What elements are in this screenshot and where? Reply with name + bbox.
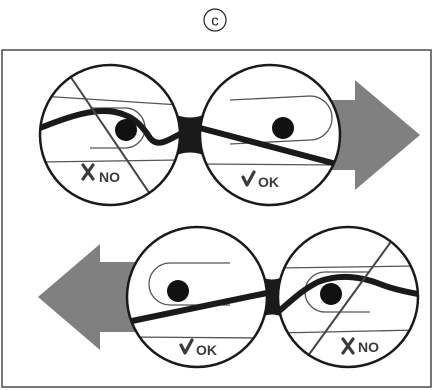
lower-row: OK NO <box>38 225 420 369</box>
lens-label-no: NO <box>99 169 120 185</box>
pupil-dot <box>167 280 189 302</box>
upper-row: NO OK <box>38 63 420 207</box>
check-mark-icon <box>241 170 256 187</box>
cross-mark-icon <box>341 337 355 355</box>
pupil-dot <box>272 117 294 139</box>
upper-left-lens: NO <box>38 63 182 207</box>
lens-label-no: NO <box>358 339 379 355</box>
prohibit-slash <box>67 72 153 198</box>
pupil-dot <box>115 119 137 141</box>
upper-right-lens: OK <box>198 63 342 207</box>
lens-label-ok: OK <box>258 174 279 190</box>
prohibit-slash <box>304 231 399 361</box>
panel-letter: c <box>211 13 219 30</box>
check-mark-icon <box>179 338 194 355</box>
upper-bridge <box>172 113 208 157</box>
lower-right-lens: NO <box>276 225 420 369</box>
pupil-dot <box>320 283 342 305</box>
panel-label: c <box>203 8 227 32</box>
cross-mark-icon <box>81 163 95 181</box>
lens-label-ok: OK <box>196 342 217 358</box>
lower-left-lens: OK <box>125 225 269 369</box>
arrow-left-icon <box>38 244 135 350</box>
